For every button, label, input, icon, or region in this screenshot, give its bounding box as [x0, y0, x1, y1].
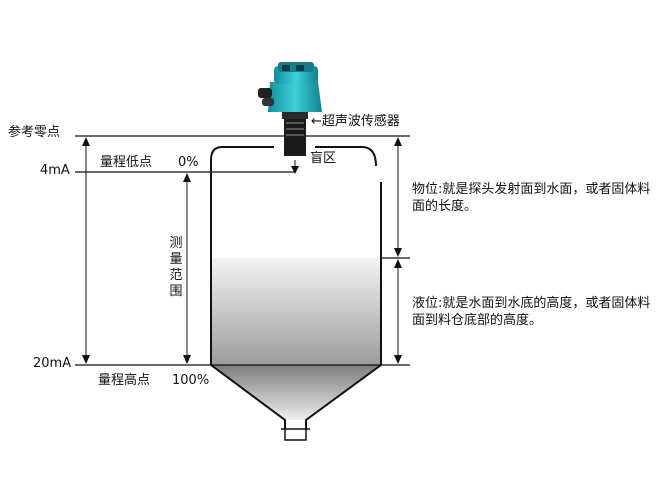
tank-outline [210, 146, 382, 429]
outlet [281, 428, 310, 441]
range-high-label: 量程高点 [98, 373, 151, 388]
reference-zero-label: 参考零点 [8, 125, 61, 140]
current-20ma-label: 20mA [33, 356, 72, 371]
range-low-label: 量程低点 [100, 155, 153, 170]
tank-top-right [315, 146, 377, 167]
sensor-label: ←超声波传感器 [311, 114, 400, 129]
liquid-fill [211, 258, 381, 365]
material-text: 就是探头发射面到水面，或者固体料面的长度。 [412, 182, 651, 214]
liquid-title: 液位: [412, 296, 443, 311]
material-title: 物位: [412, 182, 443, 197]
material-level-description: 物位:就是探头发射面到水面，或者固体料面的长度。 [412, 181, 652, 215]
cone-fill [211, 365, 381, 420]
pct-low-label: 0% [178, 155, 199, 170]
measure-range-label: 测量范围 [169, 236, 183, 299]
liquid-level-description: 液位:就是水面到水底的高度，或者固体料面到料仓底部的高度。 [412, 295, 660, 329]
current-4ma-label: 4mA [40, 163, 70, 178]
ultrasonic-sensor-icon [258, 62, 322, 156]
liquid-text: 就是水面到水底的高度，或者固体料面到料仓底部的高度。 [412, 296, 651, 328]
pct-high-label: 100% [172, 373, 210, 388]
blind-zone-label: 盲区 [310, 151, 337, 166]
